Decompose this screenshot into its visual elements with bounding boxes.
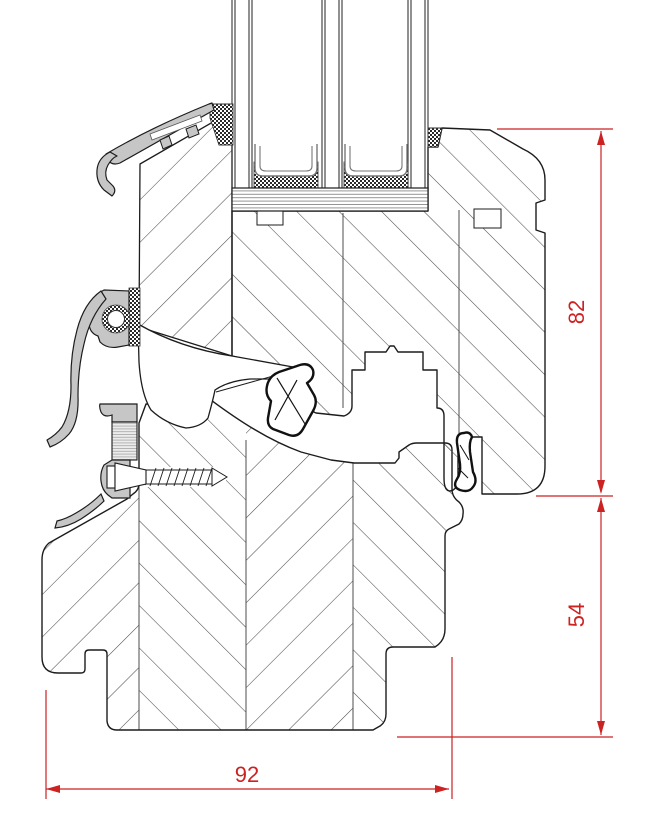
- spacer-bar: [343, 144, 409, 189]
- fixing-screw: [106, 462, 228, 492]
- frame-outline: [41, 396, 464, 731]
- spacer-bar: [253, 144, 319, 189]
- frame-herringbone-hatch: [42, 397, 452, 730]
- glazing-unit: [209, 0, 443, 212]
- glazing-bridge: [231, 187, 429, 212]
- cap-beak: [96, 151, 118, 197]
- dimension-92: [45, 657, 453, 799]
- center-gasket: [265, 363, 317, 437]
- frame-profile: [41, 396, 464, 731]
- interior-gasket: [453, 431, 477, 493]
- dimension-82-label: 82: [564, 300, 589, 324]
- dimension-54-label: 54: [564, 603, 589, 627]
- glazing-bead: [138, 110, 233, 357]
- aluminum-bead-cap: [96, 102, 215, 197]
- dimension-82: [497, 128, 613, 494]
- dimension-92-label: 92: [235, 762, 259, 787]
- drainage-slot: [473, 208, 502, 229]
- flashing-skirt: [54, 492, 105, 529]
- glazing-sealant-left: [209, 103, 234, 146]
- glazing-sealant-right: [427, 127, 443, 148]
- dimension-54: [397, 495, 613, 738]
- screw-threads: [149, 467, 213, 487]
- glass-pane-inner: [407, 0, 429, 189]
- glass-pane-outer: [231, 0, 253, 189]
- rain-screen-arm: [46, 290, 107, 448]
- glass-pane-middle: [321, 0, 343, 189]
